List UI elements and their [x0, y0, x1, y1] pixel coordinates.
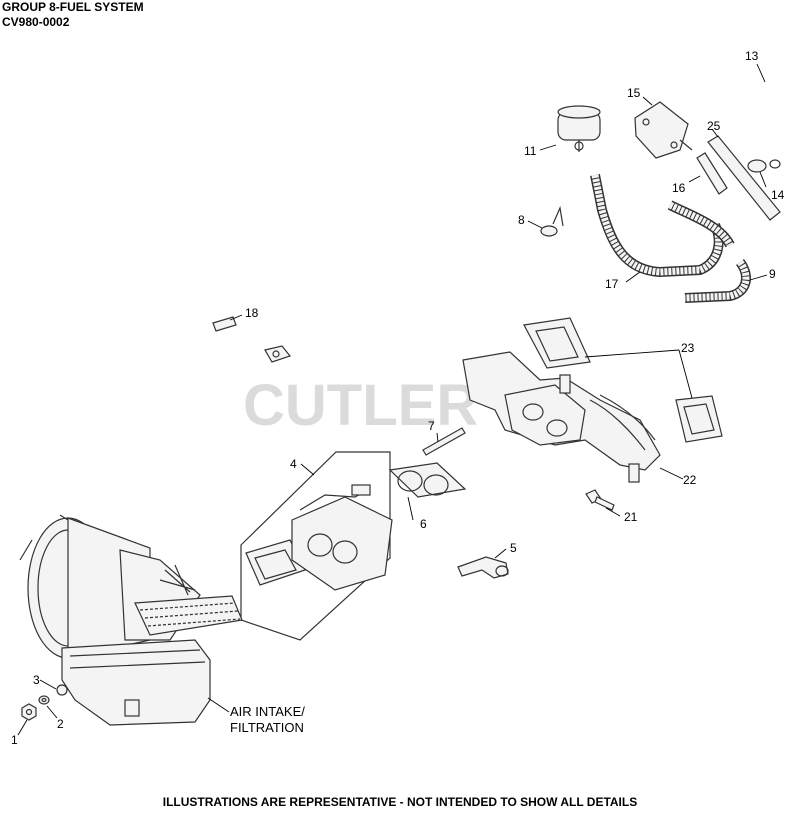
air-intake-label-line2: FILTRATION	[230, 720, 304, 735]
callout-22: 22	[683, 473, 697, 487]
air-cleaner-assembly	[19, 514, 243, 726]
callout-4: 4	[290, 457, 297, 471]
callout-15: 15	[627, 86, 641, 100]
page-title: GROUP 8-FUEL SYSTEM	[2, 0, 144, 14]
callout-13: 13	[745, 49, 759, 63]
part-22-intake-manifold	[462, 351, 661, 483]
part-8-clip	[540, 205, 564, 237]
callout-21: 21	[624, 510, 638, 524]
part-25-tube	[707, 135, 781, 221]
callout-8: 8	[518, 213, 525, 227]
part-16-short-tube	[696, 152, 728, 195]
model-number: CV980-0002	[2, 15, 70, 29]
callout-6: 6	[420, 517, 427, 531]
air-intake-label-line1: AIR INTAKE/	[230, 704, 305, 719]
callout-2: 2	[57, 717, 64, 731]
callout-16: 16	[672, 181, 686, 195]
part-4-carburetor-group	[240, 451, 393, 641]
part-14-clamp	[747, 159, 781, 173]
part-9-hose	[684, 258, 751, 303]
part-11-fuel-filter	[557, 105, 601, 152]
part-21-bolt	[585, 489, 615, 511]
callout-5: 5	[510, 541, 517, 555]
fitting	[264, 345, 292, 363]
callout-23: 23	[681, 341, 695, 355]
disclaimer-footer: ILLUSTRATIONS ARE REPRESENTATIVE - NOT I…	[162, 795, 638, 809]
callout-11: 11	[524, 144, 537, 158]
part-3-washer	[56, 684, 68, 696]
callout-3: 3	[33, 673, 40, 687]
part-17-fuel-line	[590, 174, 735, 278]
part-5-breather-tube	[457, 556, 509, 579]
part-6-gasket	[388, 462, 467, 498]
callout-14: 14	[771, 188, 785, 202]
part-7-stud	[422, 427, 466, 456]
part-18-pin	[212, 316, 237, 332]
callout-7: 7	[428, 419, 435, 433]
callout-1: 1	[11, 733, 18, 747]
callout-18: 18	[245, 306, 259, 320]
callout-9: 9	[769, 267, 776, 281]
callout-17: 17	[605, 277, 619, 291]
part-15-fuel-pump	[634, 101, 693, 159]
part-2-washer	[38, 695, 50, 705]
watermark: CUTLER	[243, 373, 478, 438]
part-1-nut	[21, 703, 37, 721]
part-23-gasket	[523, 317, 723, 443]
callout-25: 25	[707, 119, 721, 133]
leader-lines	[17, 63, 768, 736]
